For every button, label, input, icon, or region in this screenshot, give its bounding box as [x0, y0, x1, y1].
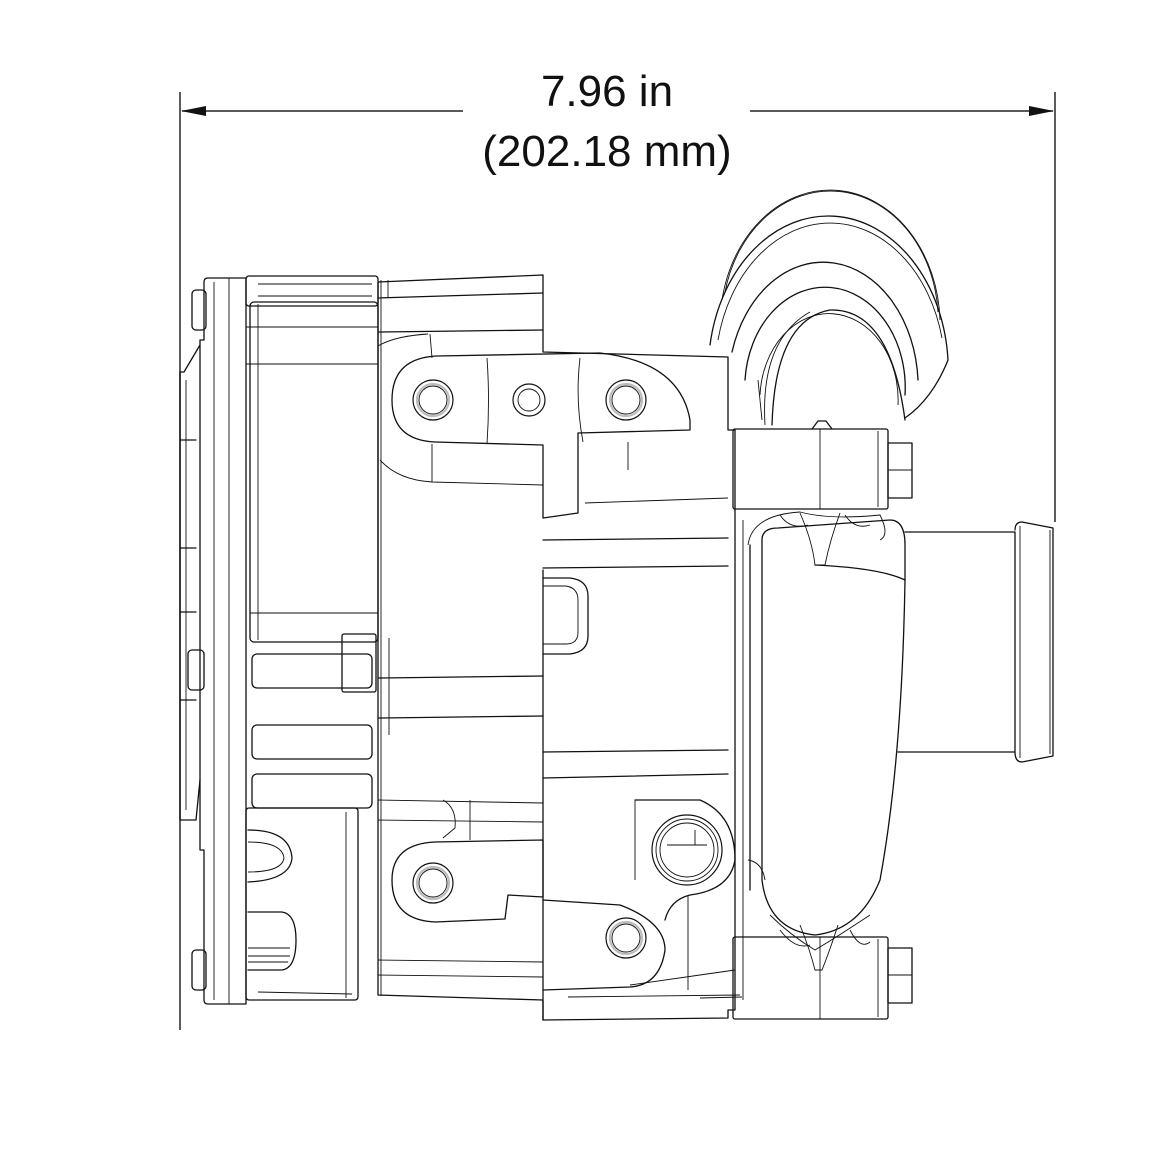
oil-port-fitting [651, 814, 723, 886]
mounting-hole-upper-right [605, 379, 647, 421]
dimension-label-metric: (202.18 mm) [482, 127, 731, 176]
mounting-hole-upper-center [512, 383, 546, 417]
turbine-outlet-pipe [897, 521, 1054, 763]
mounting-hole-upper-left [412, 379, 454, 421]
center-housing [377, 274, 741, 1021]
arrowhead-left-icon [181, 106, 206, 116]
mounting-hole-lower-right [605, 917, 647, 959]
compressor-flange [179, 275, 379, 1005]
mounting-hole-lower-left [412, 862, 454, 904]
dimension-label-imperial: 7.96 in [541, 67, 673, 116]
overall-width-dimension: 7.96 in (202.18 mm) [179, 67, 1056, 1030]
turbine-housing [709, 189, 1054, 1020]
arrowhead-right-icon [1029, 106, 1054, 116]
